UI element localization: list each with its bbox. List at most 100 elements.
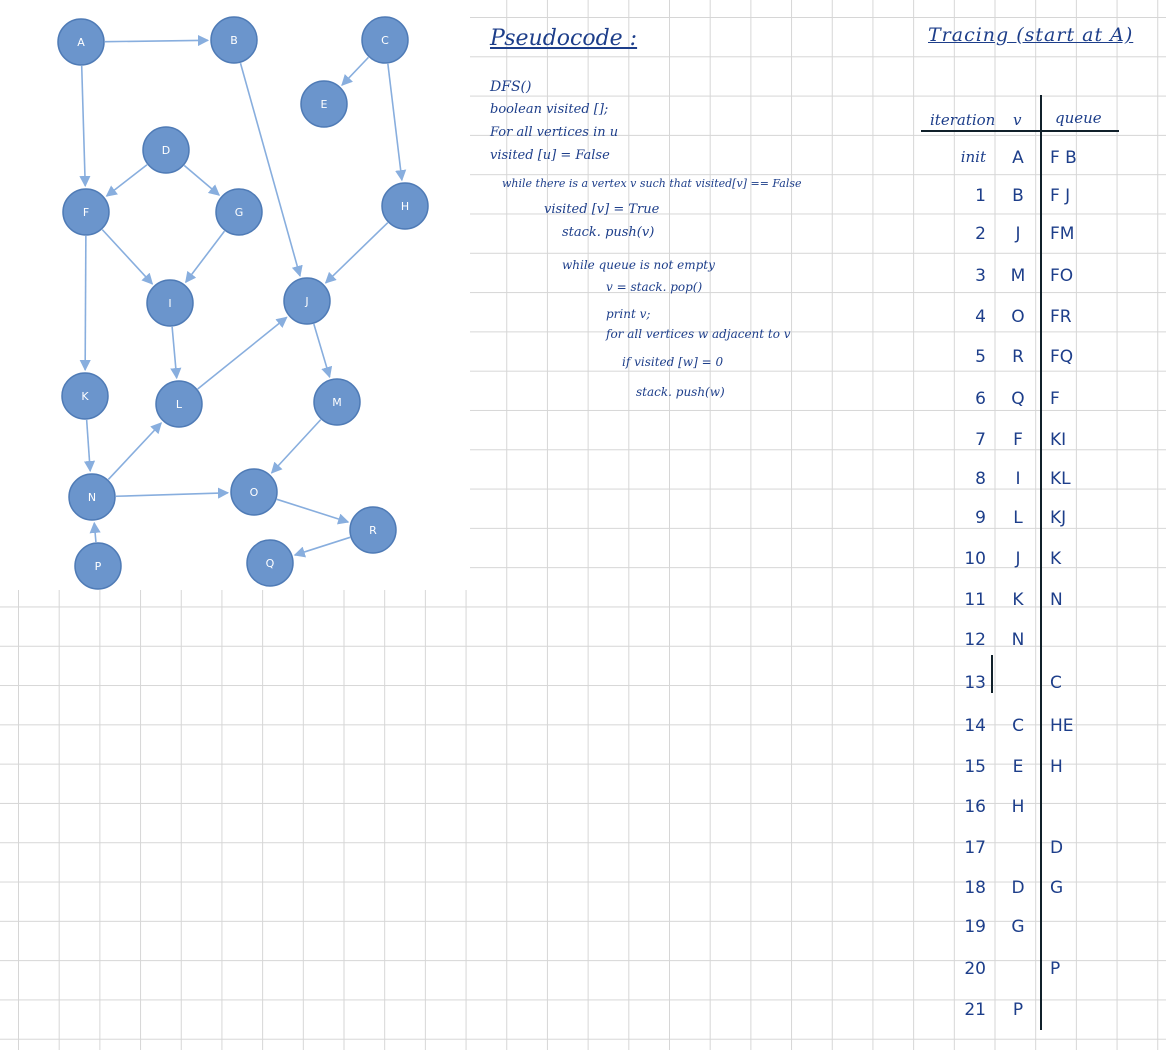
node-circle xyxy=(62,188,110,236)
trace-iteration-cell: 7 xyxy=(975,430,986,450)
header-queue: queue xyxy=(1055,109,1102,127)
node-p: P xyxy=(74,542,122,590)
node-label: K xyxy=(81,390,89,403)
edge-b-j xyxy=(239,62,303,278)
pseudocode-line: while there is a vertex v such that visi… xyxy=(502,177,802,190)
trace-queue-cell: KJ xyxy=(1050,508,1067,528)
edge-o-r xyxy=(276,498,350,525)
node-e: E xyxy=(300,80,348,128)
pseudocode-line: v = stack. pop() xyxy=(606,280,703,294)
trace-iteration-cell: 6 xyxy=(975,389,986,409)
node-circle xyxy=(146,279,194,327)
node-label: N xyxy=(88,491,96,504)
trace-iteration-cell: 10 xyxy=(964,549,986,569)
node-g: G xyxy=(215,188,263,236)
node-circle xyxy=(142,126,190,174)
trace-iteration-cell: 5 xyxy=(975,347,986,367)
trace-iteration-cell: 19 xyxy=(964,917,986,937)
trace-queue-cell: HE xyxy=(1050,716,1074,736)
node-label: E xyxy=(321,98,328,111)
pseudocode-line: visited [v] = True xyxy=(544,202,660,217)
node-label: D xyxy=(162,144,170,157)
trace-queue-cell: P xyxy=(1050,959,1061,979)
node-c: C xyxy=(361,16,409,64)
trace-v-cell: E xyxy=(1012,757,1024,777)
node-circle xyxy=(361,16,409,64)
edge-n-l xyxy=(107,422,163,481)
trace-v-cell: M xyxy=(1010,266,1026,286)
node-label: P xyxy=(95,560,102,573)
trace-v-cell: H xyxy=(1011,797,1025,817)
pseudocode-line: visited [u] = False xyxy=(490,148,610,163)
trace-v-cell: N xyxy=(1011,630,1025,650)
node-n: N xyxy=(68,473,116,521)
trace-v-cell: J xyxy=(1015,549,1021,569)
trace-iteration-cell: 4 xyxy=(975,307,986,327)
trace-iteration-cell: init xyxy=(960,148,986,166)
node-label: M xyxy=(332,396,342,409)
table-column-divider xyxy=(1040,95,1042,1030)
trace-queue-cell: F B xyxy=(1050,148,1077,168)
edge-j-m xyxy=(313,323,333,379)
edge-i-l xyxy=(170,326,182,380)
node-a: A xyxy=(57,18,105,66)
trace-v-cell: R xyxy=(1012,347,1024,367)
trace-queue-cell: FO xyxy=(1050,266,1074,286)
node-circle xyxy=(381,182,429,230)
trace-queue-cell: N xyxy=(1050,590,1063,610)
trace-iteration-cell: 12 xyxy=(964,630,986,650)
trace-v-cell: B xyxy=(1012,186,1024,206)
trace-iteration-cell: 8 xyxy=(975,469,986,489)
trace-queue-cell: F xyxy=(1050,389,1060,409)
table-header-rule xyxy=(921,130,1119,132)
edge-c-e xyxy=(341,56,370,86)
node-label: C xyxy=(381,34,389,47)
trace-v-cell: K xyxy=(1012,590,1024,610)
trace-v-cell: J xyxy=(1015,224,1021,244)
trace-v-cell: O xyxy=(1011,307,1025,327)
node-circle xyxy=(300,80,348,128)
trace-v-cell: G xyxy=(1011,917,1025,937)
node-circle xyxy=(68,473,116,521)
node-b: B xyxy=(210,16,258,64)
trace-queue-cell: F J xyxy=(1050,186,1071,206)
node-circle xyxy=(246,539,294,587)
trace-iteration-cell: 13 xyxy=(964,673,986,693)
pseudocode-line: print v; xyxy=(606,307,651,321)
trace-queue-cell: K xyxy=(1050,549,1062,569)
trace-v-cell: A xyxy=(1012,148,1024,168)
trace-v-cell: Q xyxy=(1011,389,1025,409)
edge-a-b xyxy=(104,34,210,47)
trace-queue-cell: C xyxy=(1050,673,1062,693)
edge-g-i xyxy=(185,230,226,284)
trace-iteration-cell: 9 xyxy=(975,508,986,528)
node-circle xyxy=(349,506,397,554)
table-mark-rule xyxy=(991,655,993,693)
node-circle xyxy=(215,188,263,236)
trace-v-cell: F xyxy=(1013,430,1023,450)
edge-l-j xyxy=(197,316,288,390)
trace-iteration-cell: 3 xyxy=(975,266,986,286)
trace-queue-cell: FM xyxy=(1050,224,1075,244)
node-l: L xyxy=(155,380,203,428)
edge-m-o xyxy=(270,419,322,474)
trace-v-cell: P xyxy=(1012,1000,1024,1020)
node-label: H xyxy=(401,200,409,213)
pseudocode-line: stack. push(v) xyxy=(562,225,655,240)
node-f: F xyxy=(62,188,110,236)
node-label: A xyxy=(77,36,85,49)
node-o: O xyxy=(230,468,278,516)
node-circle xyxy=(283,277,331,325)
edge-d-f xyxy=(105,164,148,197)
trace-v-cell: D xyxy=(1011,878,1025,898)
node-label: R xyxy=(369,524,377,537)
node-label: I xyxy=(168,297,171,310)
edge-k-n xyxy=(83,419,96,473)
node-label: L xyxy=(176,398,183,411)
node-circle xyxy=(61,372,109,420)
header-v: v xyxy=(1013,111,1022,129)
pseudocode-line: boolean visited []; xyxy=(490,102,609,117)
node-label: Q xyxy=(266,557,275,570)
node-circle xyxy=(210,16,258,64)
